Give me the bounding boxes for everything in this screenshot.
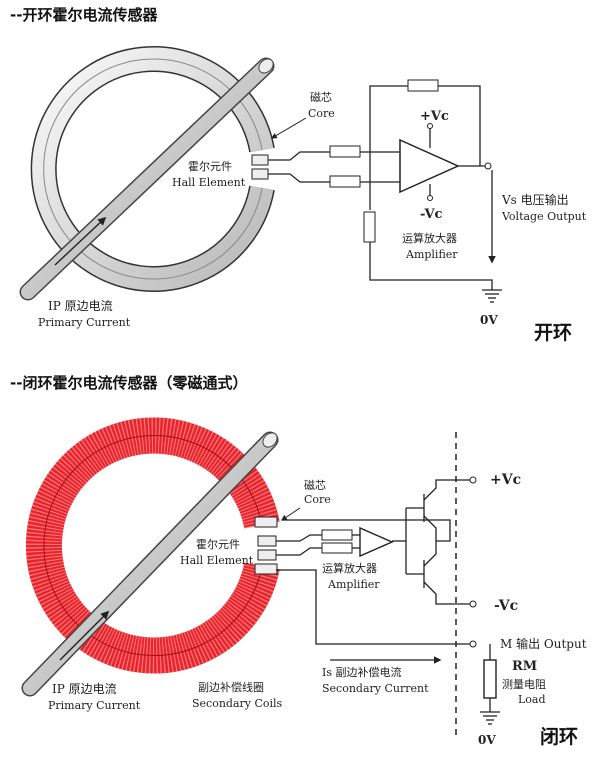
closed-vcc-pos-terminal <box>469 476 477 484</box>
closed-core-cn: 磁芯 <box>304 478 326 492</box>
closed-hall-element-top <box>257 535 277 547</box>
open-loop-tag: 开环 <box>534 322 573 344</box>
open-loop-title: --开环霍尔电流传感器 <box>10 6 158 24</box>
open-amp-cn: 运算放大器 <box>402 231 457 245</box>
closed-loop-diagram: 磁芯 Core 霍尔元件 Hall Element 运算放大器 Amplifie… <box>21 417 587 747</box>
open-vcc-pos: +Vc <box>420 109 449 124</box>
closed-rm-en: Load <box>518 693 546 706</box>
open-primary-rod <box>19 57 275 301</box>
closed-primary-rod <box>21 431 279 697</box>
open-ip-en: Primary Current <box>38 316 131 329</box>
open-resistor-top <box>329 145 361 158</box>
open-output-terminal <box>484 162 492 170</box>
closed-ip-cn: IP 原边电流 <box>52 682 117 696</box>
open-hall-element-top <box>251 154 269 166</box>
closed-zero-v: 0V <box>478 733 496 747</box>
open-hall-cn: 霍尔元件 <box>188 160 232 173</box>
closed-resistor-top <box>321 529 353 541</box>
open-op-amp <box>399 138 460 194</box>
open-current-arrow <box>54 216 107 266</box>
closed-hall-cn: 霍尔元件 <box>196 538 240 551</box>
closed-ip-en: Primary Current <box>48 699 141 712</box>
open-ip-cn: IP 原边电流 <box>48 299 113 313</box>
closed-rm-label: RM <box>512 659 537 674</box>
open-amp-wiring <box>268 85 493 290</box>
closed-current-arrow <box>59 610 110 661</box>
closed-vcc-neg: -Vc <box>494 598 518 614</box>
closed-resistor-bottom <box>321 542 353 554</box>
closed-is-en: Secondary Current <box>322 682 429 695</box>
closed-hall-element-bottom <box>257 549 277 561</box>
closed-amp-en: Amplifier <box>327 578 380 591</box>
closed-loop-title: --闭环霍尔电流传感器（零磁通式） <box>10 374 248 392</box>
closed-load-resistor <box>483 659 497 699</box>
closed-hall-en: Hall Element <box>180 554 254 567</box>
closed-coil-en: Secondary Coils <box>192 697 283 710</box>
closed-core-en: Core <box>304 493 331 506</box>
open-hall-en: Hall Element <box>172 176 246 189</box>
closed-secondary-coil <box>26 417 280 674</box>
open-ground-resistor <box>363 211 376 243</box>
open-hall-element-bottom <box>251 168 269 180</box>
open-ground-symbol <box>482 289 502 303</box>
open-core-cn: 磁芯 <box>310 90 332 104</box>
closed-amp-cn: 运算放大器 <box>322 561 377 575</box>
closed-vcc-pos: +Vc <box>490 472 521 488</box>
closed-core-tip-bottom <box>254 563 278 575</box>
closed-ground-symbol <box>480 711 500 725</box>
open-vs-cn: Vs 电压输出 <box>501 192 569 207</box>
open-resistor-bottom <box>329 175 361 188</box>
closed-output-terminal <box>469 640 477 648</box>
open-zero-v: 0V <box>480 313 498 327</box>
open-core-ring <box>30 46 275 292</box>
closed-coil-cn: 副边补偿线圈 <box>198 680 264 694</box>
open-feedback-resistor <box>407 79 439 92</box>
open-core-en: Core <box>308 107 335 120</box>
open-vs-en: Voltage Output <box>501 210 587 223</box>
closed-loop-tag: 闭环 <box>540 726 579 748</box>
open-loop-diagram: 磁芯 Core 霍尔元件 Hall Element +Vc -Vc 运算放大器 … <box>19 46 587 329</box>
closed-m-output: M 输出 Output <box>500 636 587 651</box>
open-amp-en: Amplifier <box>405 248 458 261</box>
closed-op-amp <box>359 526 394 558</box>
closed-amp-wiring <box>276 479 491 712</box>
open-vcc-neg: -Vc <box>420 207 443 222</box>
closed-core-tip-top <box>254 516 278 528</box>
closed-is-cn: Is 副边补偿电流 <box>322 665 402 679</box>
closed-vcc-neg-terminal <box>469 600 477 608</box>
closed-rm-cn: 测量电阻 <box>502 678 546 691</box>
